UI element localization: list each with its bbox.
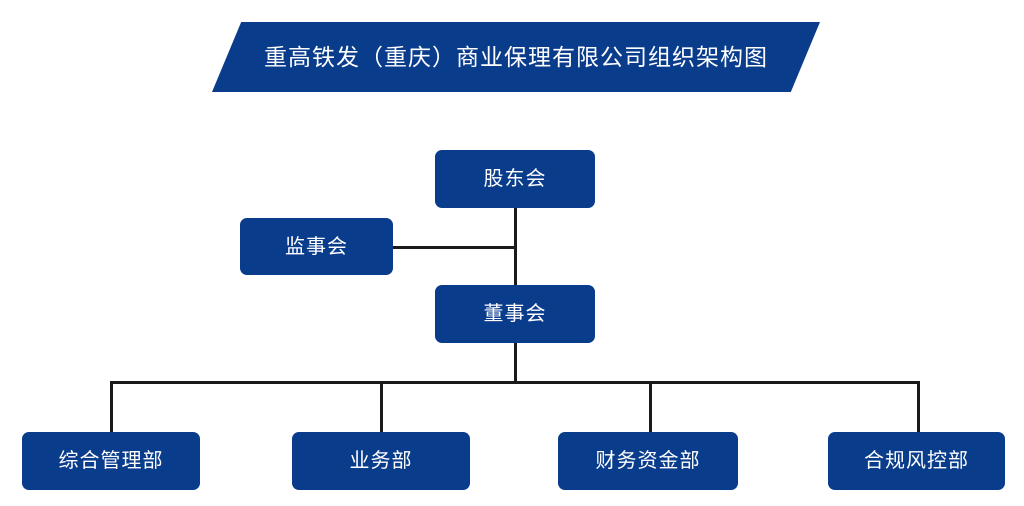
node-business-label: 业务部 [349, 450, 413, 472]
connector-drop-finance [649, 381, 652, 434]
node-directors-label: 董事会 [483, 303, 547, 325]
node-business[interactable]: 业务部 [292, 432, 470, 490]
node-finance-label: 财务资金部 [595, 450, 701, 472]
node-shareholders-label: 股东会 [483, 168, 547, 190]
node-general-management[interactable]: 综合管理部 [22, 432, 200, 490]
connector-drop-compliance [917, 381, 920, 434]
node-supervisors-label: 监事会 [285, 235, 348, 258]
connector-supervisors-to-trunk [393, 246, 517, 249]
node-compliance[interactable]: 合规风控部 [828, 432, 1005, 490]
node-directors[interactable]: 董事会 [435, 285, 595, 343]
node-finance[interactable]: 财务资金部 [558, 432, 738, 490]
node-general-management-label: 综合管理部 [58, 450, 164, 472]
connector-directors-to-bus [514, 343, 517, 384]
node-supervisors[interactable]: 监事会 [240, 218, 393, 275]
page-title: 重高铁发（重庆）商业保理有限公司组织架构图 [264, 43, 768, 70]
title-banner: 重高铁发（重庆）商业保理有限公司组织架构图 [212, 22, 820, 92]
connector-drop-general-management [110, 381, 113, 434]
node-shareholders[interactable]: 股东会 [435, 150, 595, 208]
connector-drop-business [380, 381, 383, 434]
connector-department-bus [110, 381, 920, 384]
node-compliance-label: 合规风控部 [864, 450, 969, 472]
